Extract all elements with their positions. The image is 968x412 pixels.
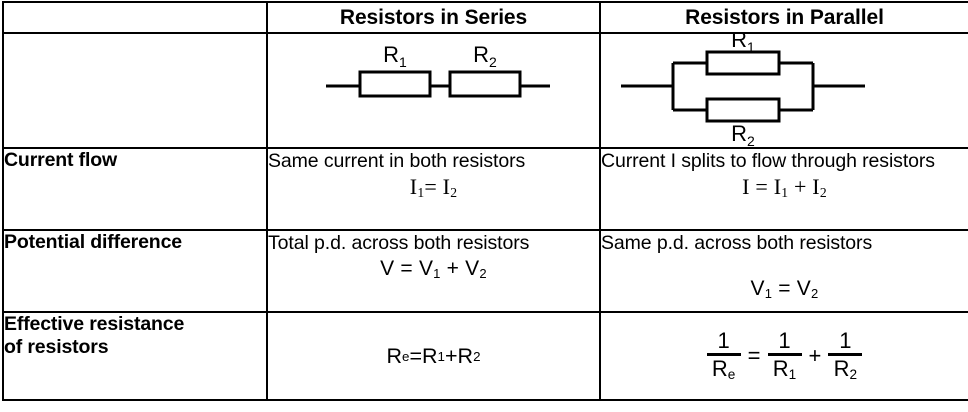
fraction-numerator: 1 [839,328,852,354]
formula-term: I [409,174,418,199]
formula-operator: = [394,257,419,280]
formula-term: R [422,343,438,368]
row-label-current-flow: Current flow [2,147,268,231]
formula-term: I [442,174,451,199]
plus-operator: + [808,343,822,368]
fraction-bar [828,353,863,357]
header-cell-blank [2,1,268,34]
parallel-resistor-2-label: R2 [731,121,755,147]
parallel-circuit-cell: R1 R2 [599,32,968,149]
formula-term: V [465,257,480,280]
formula-term: I [773,174,782,199]
fraction-bar [767,353,802,357]
formula-operator: = [409,343,423,368]
formula-current-series: I1= I2 [268,175,599,205]
formula-term: R [457,343,474,368]
formula-subscript: 2 [479,265,487,281]
fraction-numerator: 1 [717,328,730,354]
series-resistor-1-label: R1 [383,42,407,70]
cell-text: Same current in both resistors [268,150,526,172]
table-row-potential-difference: Potential difference Total p.d. across b… [2,229,968,313]
header-cell-parallel: Resistors in Parallel [599,1,968,34]
formula-term: I [812,174,820,199]
denominator-term: R [833,356,850,382]
header-cell-series: Resistors in Series [266,1,601,34]
formula-term: I [742,174,750,199]
formula-subscript: 1 [764,285,773,301]
formula-subscript: 1 [433,265,441,281]
formula-operator: + [440,257,466,280]
cell-potential-difference-series: Total p.d. across both resistors V = V1 … [266,229,601,313]
fraction-bar [706,353,741,357]
formula-term: V [380,257,395,280]
formula-operator: = [749,174,774,199]
cell-text: Current I splits to flow through resisto… [601,150,935,172]
formula-pd-series: V = V1 + V2 [268,257,599,286]
formula-current-parallel: I = I1 + I2 [601,175,968,205]
formula-subscript: 1 [417,185,425,200]
fraction-1-over-r1: 1 R1 [767,328,802,382]
denominator-subscript: 2 [849,367,858,383]
cell-text: Same p.d. across both resistors [601,232,873,254]
resistor-comparison-table: Resistors in Series Resistors in Paralle… [2,1,968,401]
formula-subscript: 1 [437,348,445,364]
table-row-current-flow: Current flow Same current in both resist… [2,147,968,231]
formula-operator: = [772,277,797,300]
formula-term: V [750,277,765,300]
denominator-term: R [711,356,728,382]
denominator-subscript: 1 [788,367,797,383]
formula-resistance-parallel: 1 Re = 1 R1 + 1 [601,313,968,399]
formula-term: R [386,343,403,368]
fraction-denominator: Re [707,356,740,382]
equals-operator: = [747,343,761,368]
cell-current-flow-parallel: Current I splits to flow through resisto… [599,147,968,231]
table-row-diagrams: R1 R2 [2,32,968,149]
cell-effective-resistance-parallel: 1 Re = 1 R1 + 1 [599,311,968,401]
fraction-denominator: R2 [829,356,862,382]
formula-subscript: 2 [819,185,827,200]
fraction-1-over-re: 1 Re [706,328,741,382]
formula-subscript: 2 [450,185,458,200]
formula-subscript: 2 [473,348,481,364]
row-label-line-1: Effective resistance [4,313,185,335]
fraction-1-over-r2: 1 R2 [828,328,863,382]
fraction-numerator: 1 [778,328,791,354]
row-label-line-2: of resistors [4,336,109,358]
formula-subscript: 2 [810,285,819,301]
formula-pd-parallel: V1 = V2 [601,277,968,306]
formula-operator: = [424,174,443,199]
parallel-resistor-circuit-diagram: R1 R2 [621,34,865,147]
series-resistor-2-label: R2 [473,42,497,70]
row-label-potential-difference: Potential difference [2,229,268,313]
parallel-resistor-1-label: R1 [731,34,755,55]
cell-potential-difference-parallel: Same p.d. across both resistors V1 = V2 [599,229,968,313]
formula-subscript: e [402,348,410,364]
table-header-row: Resistors in Series Resistors in Paralle… [2,1,968,34]
series-resistor-circuit-diagram: R1 R2 [326,42,550,98]
formula-operator: + [788,174,813,199]
diagram-row-label-cell [2,32,268,149]
formula-subscript: 1 [781,185,789,200]
denominator-subscript: e [727,367,736,383]
formula-term: V [418,257,434,280]
cell-text: Total p.d. across both resistors [268,232,530,254]
denominator-term: R [772,356,789,382]
formula-operator: + [444,343,458,368]
formula-term: V [796,277,811,300]
series-circuit-cell: R1 R2 [266,32,601,149]
cell-current-flow-series: Same current in both resistors I1= I2 [266,147,601,231]
row-label-effective-resistance: Effective resistance of resistors [2,311,268,401]
fraction-denominator: R1 [768,356,801,382]
